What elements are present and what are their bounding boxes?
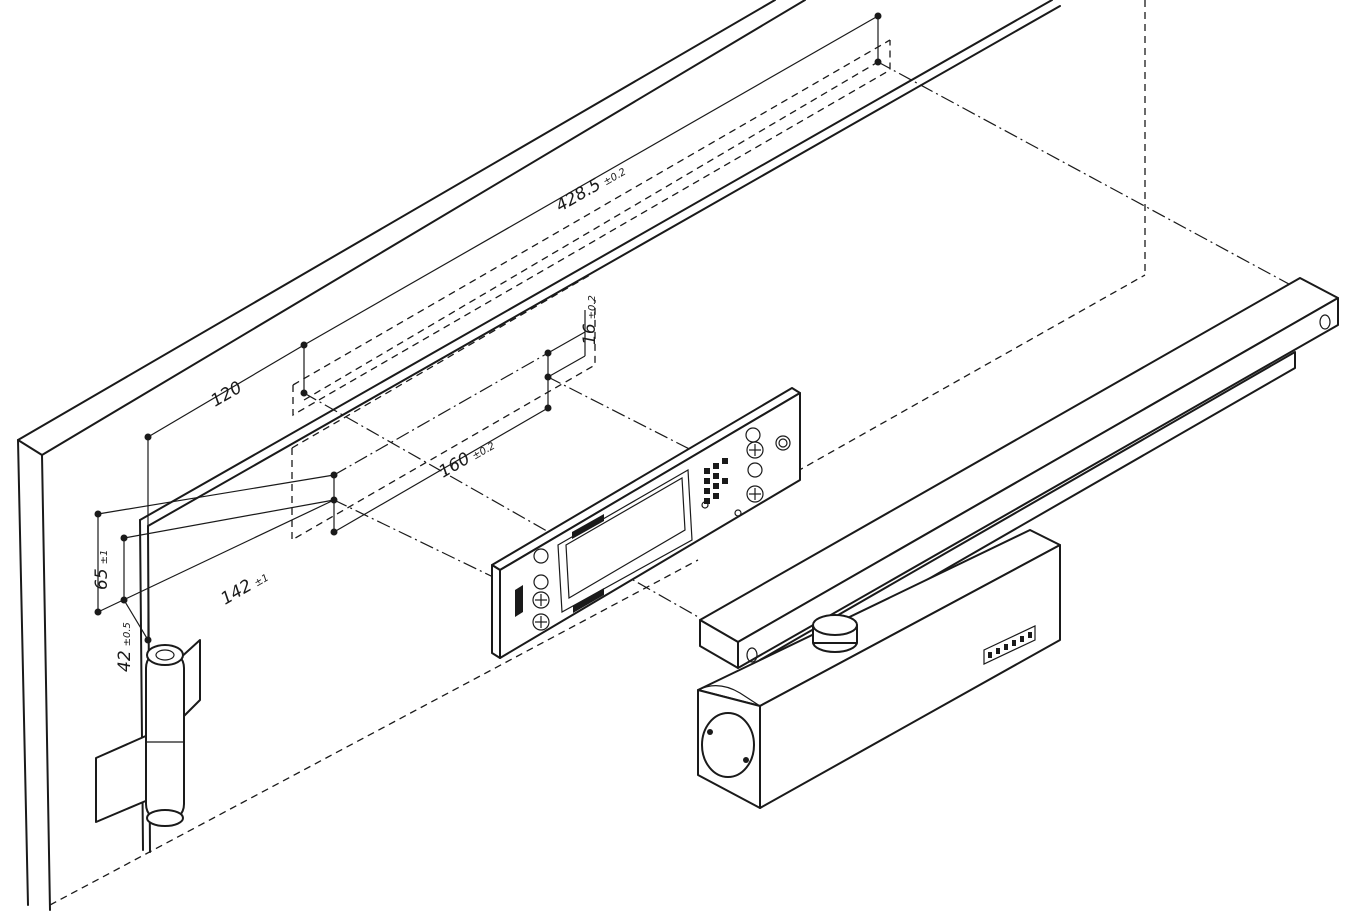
mounting-plate [491, 387, 801, 659]
center-lines [303, 61, 1301, 619]
door-closer-body [697, 529, 1061, 809]
dim-142: 142±1 [218, 566, 272, 609]
plate-screw-holes [532, 427, 791, 631]
door-hinge [95, 639, 201, 827]
door-leaf [17, 0, 1061, 911]
dimension-lines [94, 12, 882, 644]
dim-65: 65±1 [92, 550, 112, 590]
plate-hole-grid [704, 458, 728, 504]
dim-160: 160±0.2 [436, 435, 499, 483]
dim-42: 42±0.5 [115, 622, 135, 672]
dim-428-5: 428.5±0.2 [553, 161, 630, 217]
closer-label-marks [988, 632, 1032, 658]
hidden-outlines [49, 0, 1146, 906]
dim-16: 16±0.2 [580, 295, 600, 345]
